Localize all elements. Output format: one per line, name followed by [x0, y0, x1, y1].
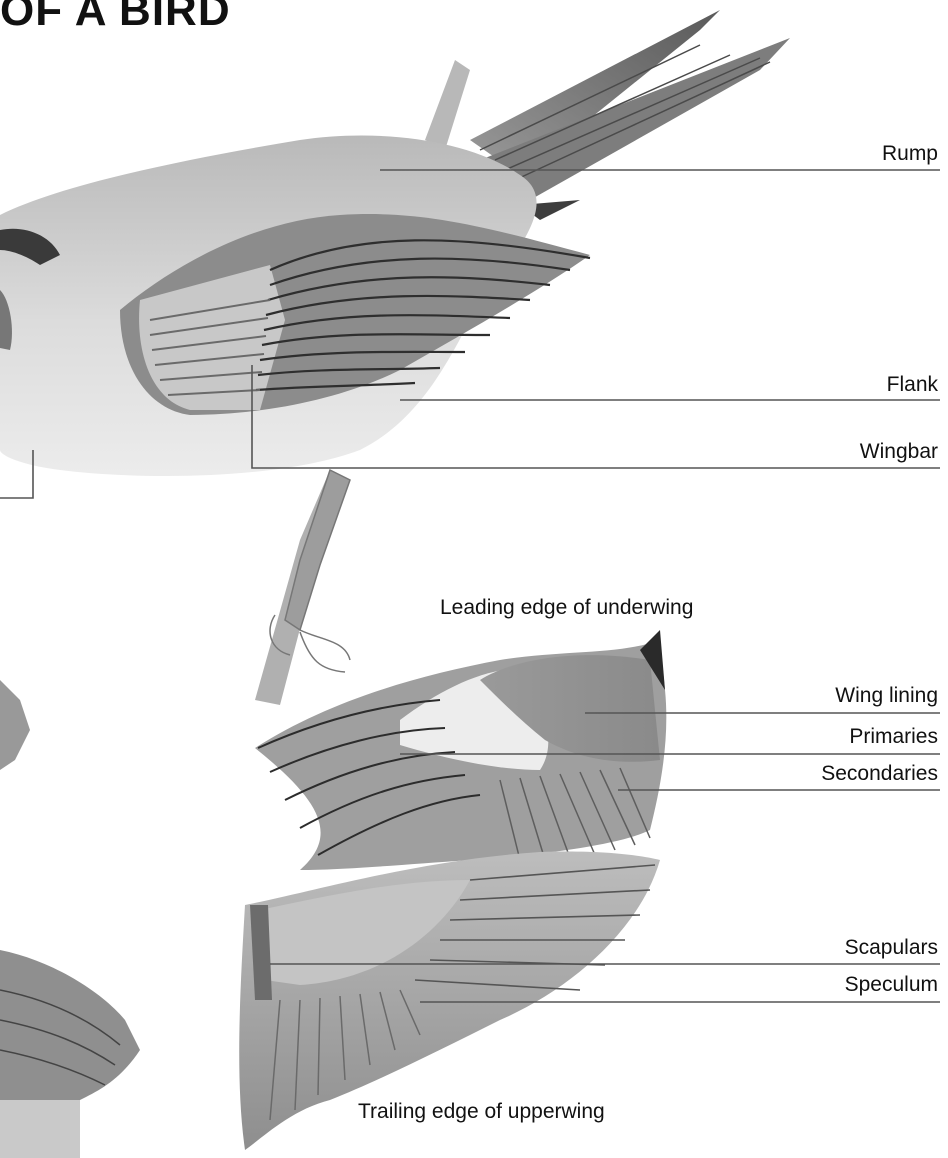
- label-flank: Flank: [887, 373, 938, 397]
- label-secondaries: Secondaries: [821, 762, 938, 786]
- label-scapulars: Scapulars: [845, 936, 938, 960]
- label-wingbar: Wingbar: [860, 440, 938, 464]
- caption-underwing: Leading edge of underwing: [440, 596, 693, 620]
- partial-left-illustrations: [0, 680, 140, 1158]
- label-rump: Rump: [882, 142, 938, 166]
- caption-upperwing: Trailing edge of upperwing: [358, 1100, 605, 1124]
- page-title: OF A BIRD: [0, 0, 231, 36]
- label-primaries: Primaries: [849, 725, 938, 749]
- label-speculum: Speculum: [845, 973, 938, 997]
- label-wing-lining: Wing lining: [835, 684, 938, 708]
- underwing-illustration: [255, 630, 666, 870]
